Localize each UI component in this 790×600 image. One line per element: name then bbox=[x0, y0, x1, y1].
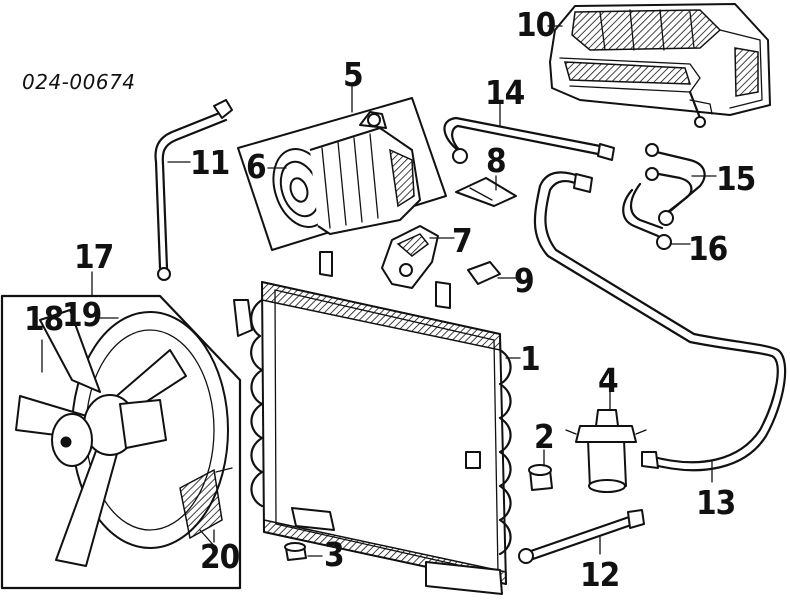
callout-8: 8 bbox=[486, 141, 507, 180]
reference-number: 024-00674 bbox=[22, 70, 136, 94]
bracket-8 bbox=[455, 177, 517, 207]
callout-4: 4 bbox=[598, 361, 619, 400]
callout-15: 15 bbox=[716, 159, 756, 198]
sensor-9 bbox=[467, 261, 501, 285]
callout-2: 2 bbox=[534, 417, 555, 456]
callout-7: 7 bbox=[452, 221, 473, 260]
grommet-3 bbox=[284, 542, 307, 561]
callout-19: 19 bbox=[62, 295, 102, 334]
pipe-assembly-15 bbox=[622, 143, 706, 250]
leader-lines bbox=[41, 25, 717, 557]
callout-9: 9 bbox=[514, 261, 535, 300]
callout-6: 6 bbox=[246, 147, 267, 186]
callout-1: 1 bbox=[520, 339, 541, 378]
pipe-14 bbox=[443, 116, 615, 164]
condenser bbox=[233, 251, 512, 595]
hvac-housing bbox=[549, 3, 771, 128]
callout-11: 11 bbox=[190, 143, 230, 182]
pipe-12 bbox=[518, 509, 645, 564]
callout-20: 20 bbox=[200, 537, 240, 576]
compressor bbox=[237, 97, 447, 251]
callout-10: 10 bbox=[516, 5, 556, 44]
receiver-drier bbox=[565, 409, 647, 493]
callout-17: 17 bbox=[74, 237, 114, 276]
plug-2 bbox=[528, 464, 553, 491]
fan-assembly bbox=[0, 294, 242, 590]
callout-5: 5 bbox=[343, 55, 364, 94]
pipe-13 bbox=[533, 171, 787, 472]
bracket-7 bbox=[381, 225, 439, 289]
callout-3: 3 bbox=[324, 535, 345, 574]
callout-13: 13 bbox=[696, 483, 736, 522]
callout-18: 18 bbox=[24, 299, 64, 338]
hose-11 bbox=[154, 99, 233, 281]
callout-16: 16 bbox=[688, 229, 728, 268]
callout-12: 12 bbox=[580, 555, 620, 594]
callout-14: 14 bbox=[485, 73, 525, 112]
